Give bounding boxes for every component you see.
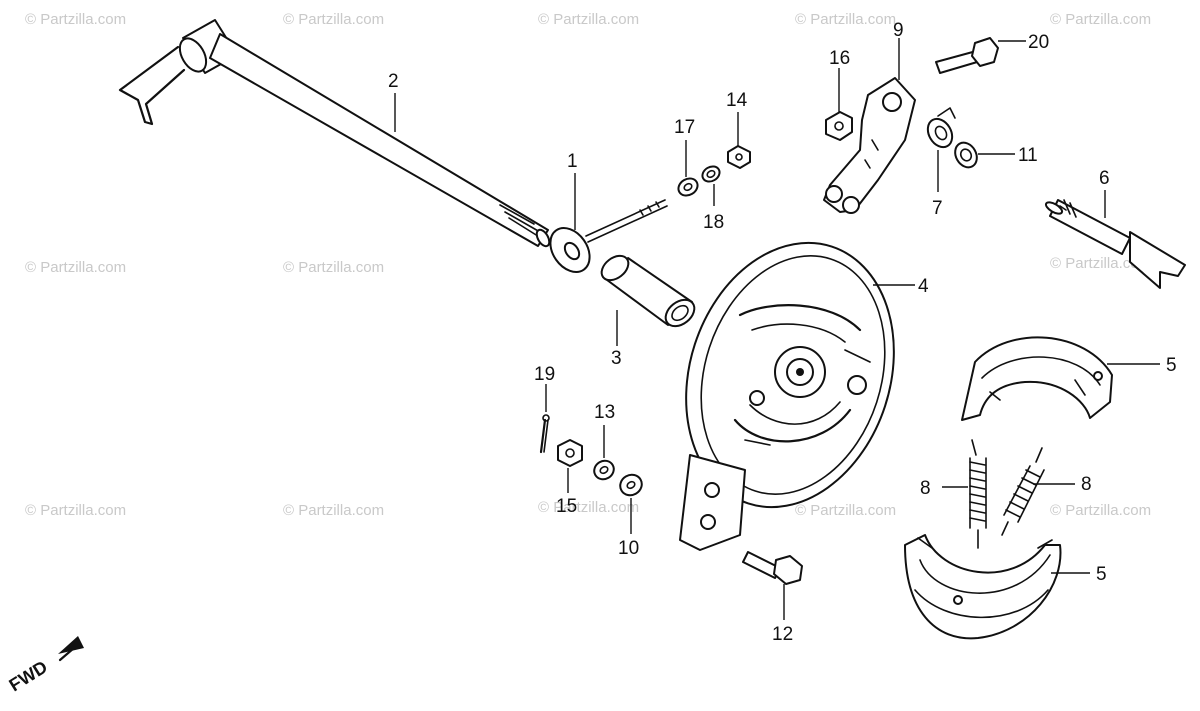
callout-5-lower[interactable]: 5: [1096, 564, 1107, 585]
callout-20[interactable]: 20: [1028, 32, 1049, 53]
part-brake-cam[interactable]: [1044, 199, 1186, 289]
watermark: © Partzilla.com: [25, 11, 126, 28]
callout-17[interactable]: 17: [674, 117, 695, 138]
callout-6[interactable]: 6: [1099, 168, 1110, 189]
callout-19[interactable]: 19: [534, 364, 555, 385]
callout-8-left[interactable]: 8: [920, 478, 931, 499]
part-collar[interactable]: [597, 251, 699, 332]
callout-3[interactable]: 3: [611, 348, 622, 369]
callout-7[interactable]: 7: [932, 198, 943, 219]
part-cotter-pin[interactable]: [539, 414, 550, 454]
part-washer-13[interactable]: [591, 457, 617, 483]
part-washer-10[interactable]: [616, 471, 645, 499]
callout-5-upper[interactable]: 5: [1166, 355, 1177, 376]
forward-arrow-icon: [58, 636, 84, 654]
watermark: © Partzilla.com: [283, 11, 384, 28]
callout-4[interactable]: 4: [918, 276, 929, 297]
part-washer-17[interactable]: [675, 175, 700, 199]
watermark: © Partzilla.com: [1050, 11, 1151, 28]
watermark: © Partzilla.com: [795, 502, 896, 519]
watermark: © Partzilla.com: [538, 11, 639, 28]
part-adjuster-bolt[interactable]: [542, 199, 668, 279]
watermark: © Partzilla.com: [538, 499, 639, 516]
part-brake-spring-left[interactable]: [969, 439, 987, 549]
part-washer-18[interactable]: [700, 163, 723, 184]
part-nut-16[interactable]: [825, 111, 853, 141]
callout-12[interactable]: 12: [772, 624, 793, 645]
callout-labels: 2 1 3 4 5 5 6 7 8 8 9 10 11 12 13 14 15 …: [388, 20, 1177, 645]
callout-2[interactable]: 2: [388, 71, 399, 92]
callout-1[interactable]: 1: [567, 151, 578, 172]
watermark: © Partzilla.com: [283, 502, 384, 519]
callout-9[interactable]: 9: [893, 20, 904, 41]
callout-10[interactable]: 10: [618, 538, 639, 559]
part-bolt-12[interactable]: [742, 551, 803, 585]
callout-18[interactable]: 18: [703, 212, 724, 233]
part-brake-panel[interactable]: [653, 216, 927, 551]
watermark: © Partzilla.com: [283, 259, 384, 276]
part-bolt-20[interactable]: [935, 37, 999, 74]
part-wear-indicator[interactable]: [923, 107, 957, 151]
forward-direction-indicator: FWD: [6, 636, 84, 695]
fwd-label: FWD: [6, 657, 51, 696]
part-brake-arm[interactable]: [823, 77, 916, 214]
part-nut-14[interactable]: [727, 145, 751, 169]
callout-13[interactable]: 13: [594, 402, 615, 423]
watermark: © Partzilla.com: [1050, 255, 1151, 272]
part-brake-shoe-lower[interactable]: [904, 534, 1062, 640]
callout-16[interactable]: 16: [829, 48, 850, 69]
part-brake-shoe-upper[interactable]: [961, 336, 1113, 421]
watermark: © Partzilla.com: [795, 11, 896, 28]
watermark-layer: © Partzilla.com © Partzilla.com © Partzi…: [25, 11, 1151, 519]
watermark: © Partzilla.com: [25, 259, 126, 276]
callout-15[interactable]: 15: [556, 496, 577, 517]
part-nut-15[interactable]: [557, 439, 583, 467]
watermark: © Partzilla.com: [25, 502, 126, 519]
callout-11[interactable]: 11: [1018, 145, 1038, 166]
callout-14[interactable]: 14: [726, 90, 748, 111]
part-axle[interactable]: [118, 19, 552, 248]
callout-8-right[interactable]: 8: [1081, 474, 1092, 495]
leader-lines: [394, 38, 1160, 620]
part-washer-11[interactable]: [951, 139, 981, 172]
part-brake-spring-right[interactable]: [1001, 447, 1045, 536]
watermark: © Partzilla.com: [1050, 502, 1151, 519]
